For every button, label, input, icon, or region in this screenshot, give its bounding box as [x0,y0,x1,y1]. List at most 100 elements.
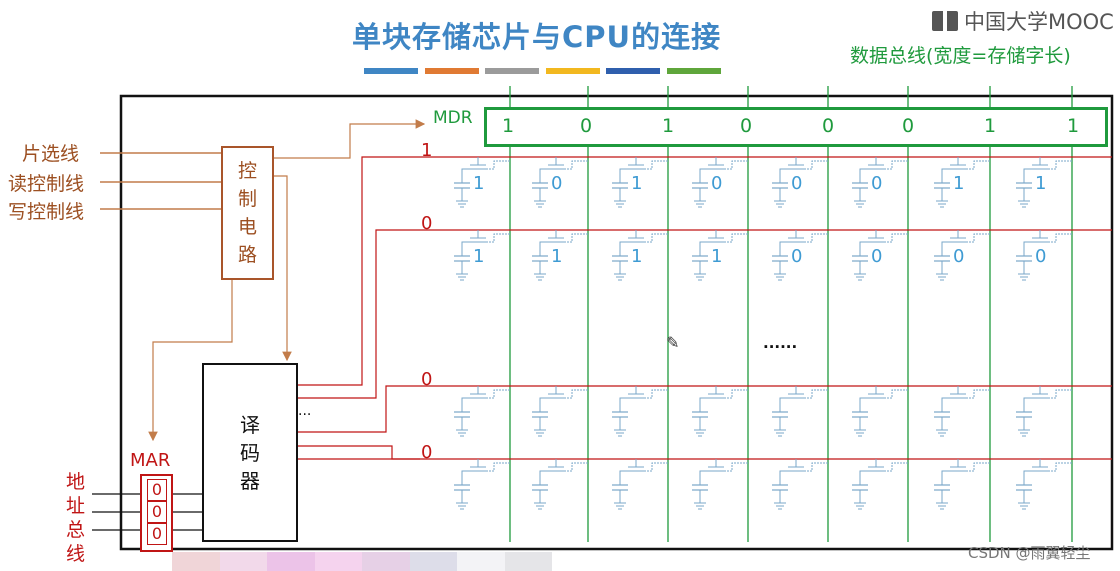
cell-source [1023,241,1032,256]
cell-source [461,241,470,256]
memory-cell-value: 0 [871,173,883,194]
cell-drain [644,389,668,399]
memory-cell-value: 1 [473,246,485,267]
memory-cell-value: 1 [473,173,485,194]
cell-drain [804,389,828,399]
logo-text: 中国大学MOOC [964,10,1114,34]
cell-source [539,241,548,256]
cell-source [619,241,628,256]
mdr-bit: 1 [501,115,515,137]
cell-drain [966,160,990,170]
cell-drain [564,233,588,243]
write-control-label: 写控制线 [8,201,85,223]
cell-drain [884,389,908,399]
cell-source [539,470,548,485]
cell-source [1023,470,1032,485]
color-bar-segment [666,68,721,74]
mar-register: 0 0 0 [140,474,173,552]
control-circuit-char: 路 [237,244,257,266]
cell-source [619,397,628,412]
watermark-segment [457,552,505,571]
cell-drain [804,160,828,170]
address-bus-char: 线 [66,543,86,565]
footer-credit: CSDN @雨翼轻尘 [968,544,1091,562]
color-bar-segment [545,68,600,74]
watermark-segment [504,552,552,571]
mdr-bit: 1 [983,115,997,137]
memory-cell-value: 0 [711,173,723,194]
memory-cell-value: 0 [953,246,965,267]
pencil-icon: ✎ [666,333,680,352]
decoder-char: 译 [240,413,260,437]
mdr-bit: 0 [739,115,753,137]
watermark-segment [314,552,362,571]
memory-cell-value: 1 [953,173,965,194]
memory-cell-value: 1 [631,246,643,267]
color-bar-segment [606,68,660,74]
decoder-char: 码 [240,441,260,465]
decoder-ellipsis: ... [298,403,312,419]
mar-bit: 0 [147,501,167,523]
chip-select-label: 片选线 [22,143,80,165]
cell-drain [564,462,588,472]
color-bar-segment [364,68,418,74]
cell-drain [644,160,668,170]
cell-drain [804,462,828,472]
cell-drain [486,233,510,243]
control-circuit: 控 制 电 路 [221,146,274,280]
memory-cell-value: 0 [1035,246,1047,267]
cell-source [779,397,788,412]
memory-cell-value: 0 [871,246,883,267]
cell-source [941,168,950,183]
cell-drain [724,462,748,472]
mdr-register [484,107,1108,147]
cell-source [1023,168,1032,183]
cell-source [461,397,470,412]
cell-source [1023,397,1032,412]
word-line-select: 0 [421,442,433,463]
memory-cell-value: 0 [551,173,563,194]
decoder-char: 器 [240,469,260,493]
cell-drain [1048,233,1072,243]
memory-cell-value: 1 [711,246,723,267]
cell-source [779,241,788,256]
cell-drain [486,389,510,399]
slide-title: 单块存储芯片与CPU的连接 [352,20,722,54]
memory-cell-value: 0 [791,246,803,267]
word-line-select: 0 [421,369,433,390]
cell-drain [564,389,588,399]
color-bar-segment [424,68,479,74]
data-bus-label: 数据总线(宽度=存储字长) [850,45,1071,67]
mdr-bit: 1 [1066,115,1080,137]
chip-frame [119,94,1114,551]
mdr-bit: 0 [901,115,915,137]
cell-source [539,397,548,412]
cell-source [699,470,708,485]
cell-drain [724,160,748,170]
cell-drain [564,160,588,170]
cell-source [779,168,788,183]
cell-drain [966,389,990,399]
word-line-select: 0 [421,213,433,234]
mooc-logo: 中国大学MOOC [932,6,1114,36]
cell-drain [1048,462,1072,472]
cell-source [779,470,788,485]
cell-source [941,470,950,485]
address-bus-char: 地 [66,471,86,493]
cell-drain [644,462,668,472]
cell-source [859,241,868,256]
cell-source [859,397,868,412]
cell-drain [486,462,510,472]
cell-source [619,470,628,485]
cell-source [539,168,548,183]
cell-source [461,168,470,183]
cell-source [619,168,628,183]
middle-ellipsis: ...... [763,334,798,352]
control-circuit-char: 控 [237,160,257,182]
watermark-segment [267,552,315,571]
cell-drain [724,233,748,243]
mdr-bit: 0 [821,115,835,137]
cell-drain [724,389,748,399]
mar-label: MAR [130,450,171,471]
